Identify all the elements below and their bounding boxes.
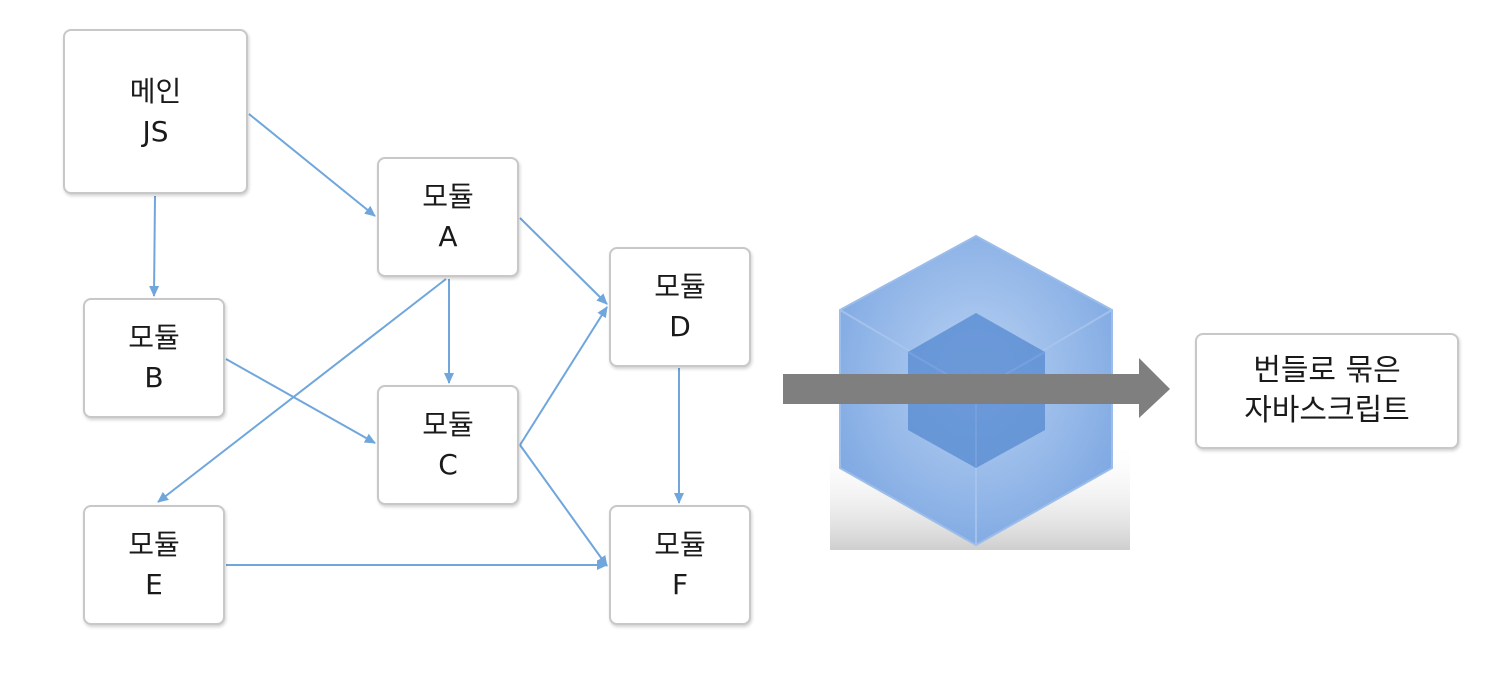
node-module-a-line2: A [438, 220, 458, 253]
node-bundled-output: 번들로 묶은 자바스크립트 [1195, 333, 1459, 449]
edge-c-f [519, 444, 608, 567]
node-module-e: 모듈 E [83, 505, 225, 625]
node-bundled-output-line1: 번들로 묶은 [1253, 353, 1401, 388]
node-module-a-line1: 모듈 [422, 180, 474, 213]
node-module-f-line2: F [671, 568, 689, 601]
node-main-js: 메인 JS [63, 29, 248, 194]
node-module-f-line1: 모듈 [654, 528, 706, 561]
node-module-e-line2: E [145, 568, 163, 601]
node-module-a: 모듈 A [377, 157, 519, 277]
node-module-e-line1: 모듈 [128, 528, 180, 561]
node-module-c: 모듈 C [377, 385, 519, 505]
edge-a-d [519, 217, 608, 305]
node-module-b: 모듈 B [83, 298, 225, 418]
node-main-js-line2: JS [142, 114, 169, 148]
node-module-d-line2: D [669, 310, 691, 343]
node-module-b-line1: 모듈 [128, 321, 180, 354]
node-module-b-line2: B [144, 361, 164, 394]
node-module-c-line2: C [438, 448, 458, 481]
edge-a-e [157, 278, 447, 503]
edge-main-b [149, 195, 160, 297]
node-bundled-output-line2: 자바스크립트 [1244, 393, 1410, 428]
node-module-d-line1: 모듈 [654, 270, 706, 303]
edge-c-d [519, 306, 608, 446]
node-module-f: 모듈 F [609, 505, 751, 625]
node-module-c-line1: 모듈 [422, 408, 474, 441]
node-main-js-line1: 메인 [129, 74, 182, 108]
arrow-right-icon [783, 358, 1170, 418]
node-module-d: 모듈 D [609, 247, 751, 367]
edge-b-c [225, 358, 376, 444]
edge-main-a [248, 113, 376, 217]
